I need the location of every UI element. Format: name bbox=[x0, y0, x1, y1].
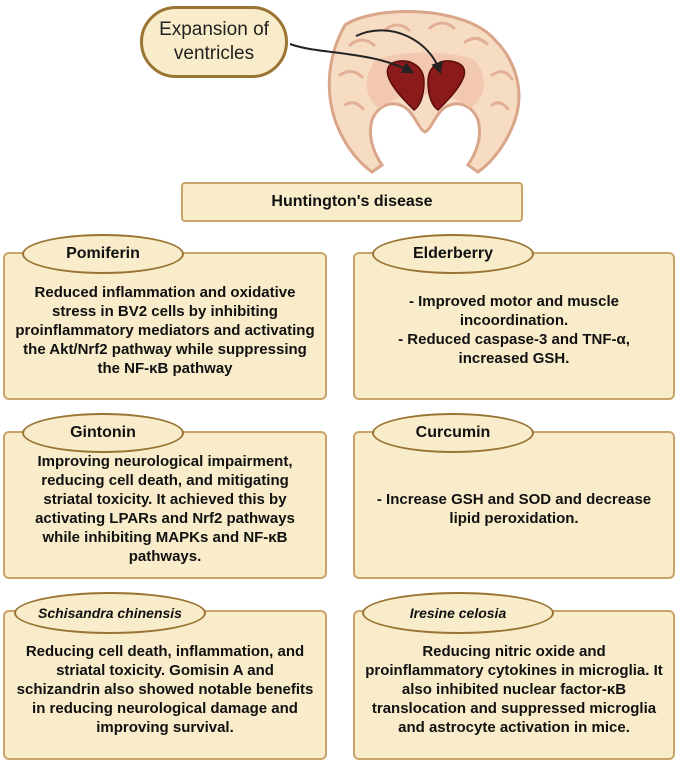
pill-schisandra: Schisandra chinensis bbox=[14, 592, 206, 634]
ventricle-label: Expansion of ventricles bbox=[140, 6, 288, 78]
card-text: - Improved motor and muscle incoordinati… bbox=[398, 293, 630, 367]
card-text: Reducing nitric oxide and proinflammator… bbox=[365, 642, 663, 736]
card-elderberry: - Improved motor and muscle incoordinati… bbox=[353, 252, 675, 400]
disease-title: Huntington's disease bbox=[181, 182, 523, 222]
pill-iresine: Iresine celosia bbox=[362, 592, 554, 634]
pill-elderberry: Elderberry bbox=[372, 234, 534, 274]
card-schisandra: Reducing cell death, inflammation, and s… bbox=[3, 610, 327, 760]
card-text: Improving neurological impairment, reduc… bbox=[35, 453, 295, 565]
pill-pomiferin: Pomiferin bbox=[22, 234, 184, 274]
card-text: Reducing cell death, inflammation, and s… bbox=[16, 642, 314, 736]
card-text: Reduced inflammation and oxidative stres… bbox=[15, 283, 315, 377]
pill-gintonin: Gintonin bbox=[22, 413, 184, 453]
brain-illustration bbox=[289, 9, 521, 174]
card-curcumin: - Increase GSH and SOD and decrease lipi… bbox=[353, 431, 675, 579]
ventricle-arrows bbox=[289, 29, 443, 75]
pill-curcumin: Curcumin bbox=[372, 413, 534, 453]
card-pomiferin: Reduced inflammation and oxidative stres… bbox=[3, 252, 327, 400]
card-iresine: Reducing nitric oxide and proinflammator… bbox=[353, 610, 675, 760]
card-gintonin: Improving neurological impairment, reduc… bbox=[3, 431, 327, 579]
card-text: - Increase GSH and SOD and decrease lipi… bbox=[376, 491, 652, 527]
